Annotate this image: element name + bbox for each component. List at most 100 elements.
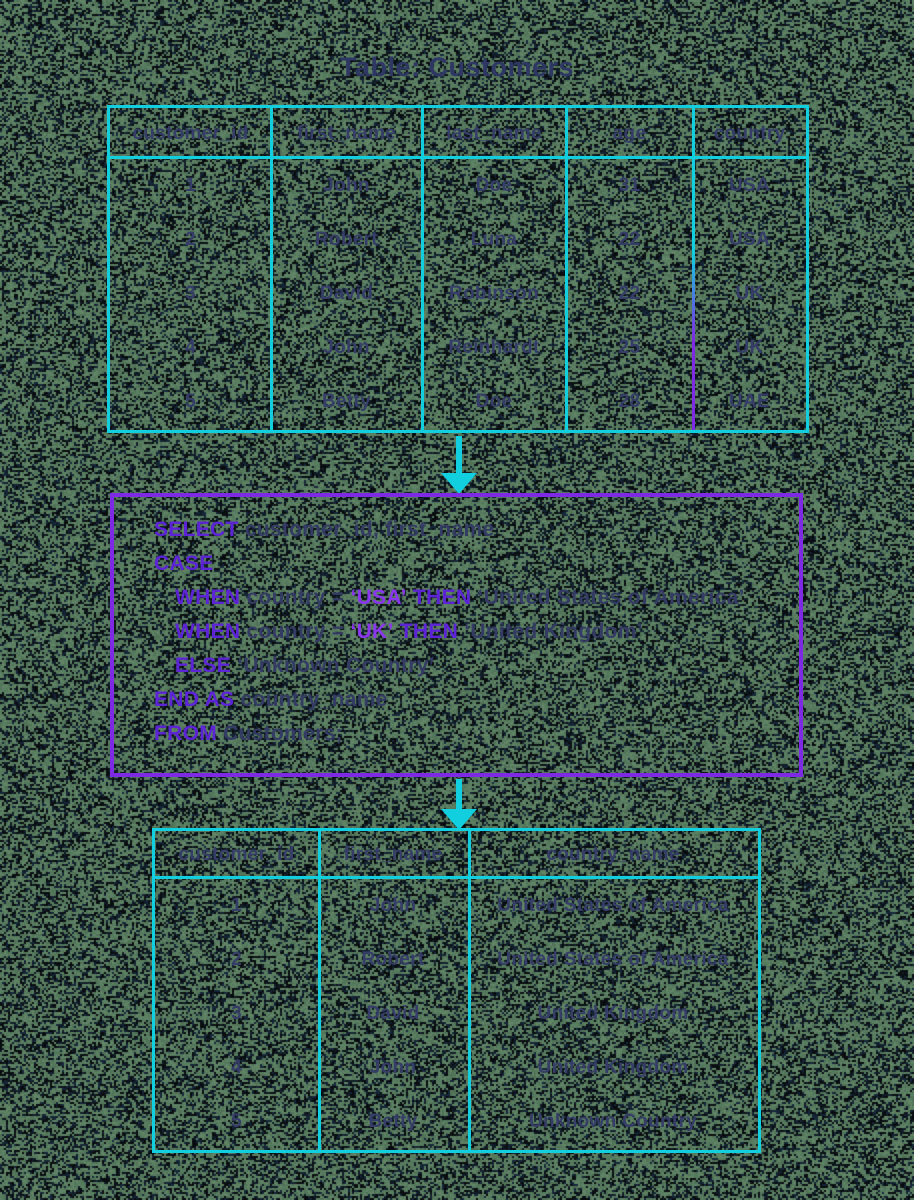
table-cell: 5: [185, 391, 196, 412]
table-cell: 1: [231, 895, 242, 916]
table-cell: 31: [618, 175, 641, 196]
table-cell: Reinhardt: [448, 337, 540, 358]
table-cell: 3: [231, 1003, 242, 1024]
column-separator: [468, 831, 471, 1150]
table-cell: 5: [231, 1111, 242, 1132]
column-header: age: [612, 122, 647, 144]
table-cell: Unknown Country: [528, 1111, 698, 1132]
table-cell: UK: [735, 283, 764, 304]
table-cell: Doe: [475, 391, 513, 412]
table-row: 3 David United Kingdom: [155, 987, 758, 1041]
table-cell: Luna: [470, 229, 518, 250]
sql-keyword: FROM: [154, 722, 218, 745]
table-cell: United States of America: [497, 895, 729, 916]
column-separator: [318, 831, 321, 1150]
sql-keyword: ELSE: [175, 654, 232, 677]
sql-keyword: SELECT: [154, 518, 239, 541]
table-cell: 4: [185, 337, 196, 358]
sql-line-else: ELSE ‘Unknown Country’: [154, 649, 799, 683]
sql-keyword: END AS: [154, 688, 235, 711]
table-cell: Betty: [321, 391, 371, 412]
column-separator: [270, 108, 273, 430]
table-row: 2 Robert Luna 22 USA: [110, 213, 806, 267]
table-cell: John: [369, 1057, 417, 1078]
sql-keyword: WHEN: [175, 620, 241, 643]
arrow-head: [441, 473, 477, 494]
table-cell: USA: [728, 175, 770, 196]
column-header: first_name: [296, 122, 397, 144]
table-cell: Betty: [368, 1111, 418, 1132]
result-table: customer_id first_name country_name 1 Jo…: [152, 828, 761, 1153]
customers-table: customer_id first_name last_name age cou…: [107, 105, 809, 433]
sql-keyword: WHEN: [175, 586, 241, 609]
sql-code: Customers;: [217, 722, 343, 745]
sql-line-end-as: END AS country_name: [154, 683, 799, 717]
sql-keyword: THEN: [393, 620, 465, 643]
table-row: 2 Robert United States of America: [155, 933, 758, 987]
arrow-shaft: [456, 436, 462, 474]
sql-code-box: SELECT customer_id, first_name CASE WHEN…: [110, 493, 803, 777]
table-cell: David: [366, 1003, 420, 1024]
sql-code: ‘Unknown Country’: [231, 654, 435, 677]
table-cell: United Kingdom: [537, 1057, 689, 1078]
table-cell: Robert: [361, 949, 425, 970]
table-cell: United Kingdom: [537, 1003, 689, 1024]
table-row: 4 John United Kingdom: [155, 1041, 758, 1095]
column-header: customer_id: [132, 122, 249, 144]
table-cell: Robert: [314, 229, 379, 250]
table-row: 4 John Reinhardt 25 UK: [110, 321, 806, 375]
sql-code: country =: [240, 620, 351, 643]
column-header: last_name: [446, 122, 542, 144]
table-cell: Doe: [475, 175, 513, 196]
table-cell: 2: [231, 949, 242, 970]
table-row: 5 Betty Doe 28 UAE: [110, 375, 806, 429]
table-cell: UAE: [728, 391, 770, 412]
diagram-title: Table: Customers: [339, 52, 575, 82]
sql-code: country =: [240, 586, 351, 609]
sql-code: ‘United States of America’: [477, 586, 745, 609]
sql-line-when-usa: WHEN country = ‘USA’ THEN ‘United States…: [154, 581, 799, 615]
sql-keyword: CASE: [154, 552, 214, 575]
sql-line-from: FROM Customers;: [154, 717, 799, 751]
table-cell: UK: [735, 337, 764, 358]
table-row: 5 Betty Unknown Country: [155, 1095, 758, 1149]
sql-keyword: THEN: [406, 586, 478, 609]
column-separator: [565, 108, 568, 430]
sql-line-when-uk: WHEN country = ‘UK’ THEN ‘United Kingdom…: [154, 615, 799, 649]
table-cell: USA: [728, 229, 770, 250]
flow-arrow-down-2: [441, 779, 477, 830]
arrow-shaft: [456, 779, 462, 810]
sql-string: ‘USA’: [350, 586, 407, 609]
column-header: country: [713, 122, 786, 144]
table-cell: John: [323, 175, 370, 196]
table-cell: 4: [231, 1057, 242, 1078]
header-separator: [155, 876, 758, 879]
column-separator: [692, 108, 695, 430]
table-cell: 3: [185, 283, 196, 304]
sql-line-select: SELECT customer_id, first_name: [154, 513, 799, 547]
table-cell: 25: [618, 337, 641, 358]
table-header-row: customer_id first_name country_name: [155, 831, 758, 879]
table-cell: John: [369, 895, 417, 916]
table-row: 1 John United States of America: [155, 879, 758, 933]
table-cell: David: [319, 283, 374, 304]
table-cell: United States of America: [497, 949, 729, 970]
column-header: first_name: [343, 844, 443, 865]
column-header: country_name: [546, 844, 680, 865]
table-cell: 22: [618, 229, 641, 250]
sql-string: ‘UK’: [350, 620, 394, 643]
column-header: customer_id: [178, 844, 295, 865]
table-cell: Robinson: [449, 283, 539, 304]
sql-code: ‘United Kingdom’: [464, 620, 643, 643]
table-header-row: customer_id first_name last_name age cou…: [110, 108, 806, 159]
table-cell: 2: [185, 229, 196, 250]
sql-code: customer_id, first_name: [238, 518, 495, 541]
table-cell: 28: [618, 391, 641, 412]
table-row: 3 David Robinson 22 UK: [110, 267, 806, 321]
table-row: 1 John Doe 31 USA: [110, 159, 806, 213]
flow-arrow-down-1: [441, 436, 477, 494]
sql-code: country_name: [234, 688, 388, 711]
table-cell: 1: [185, 175, 196, 196]
table-cell: 22: [618, 283, 641, 304]
